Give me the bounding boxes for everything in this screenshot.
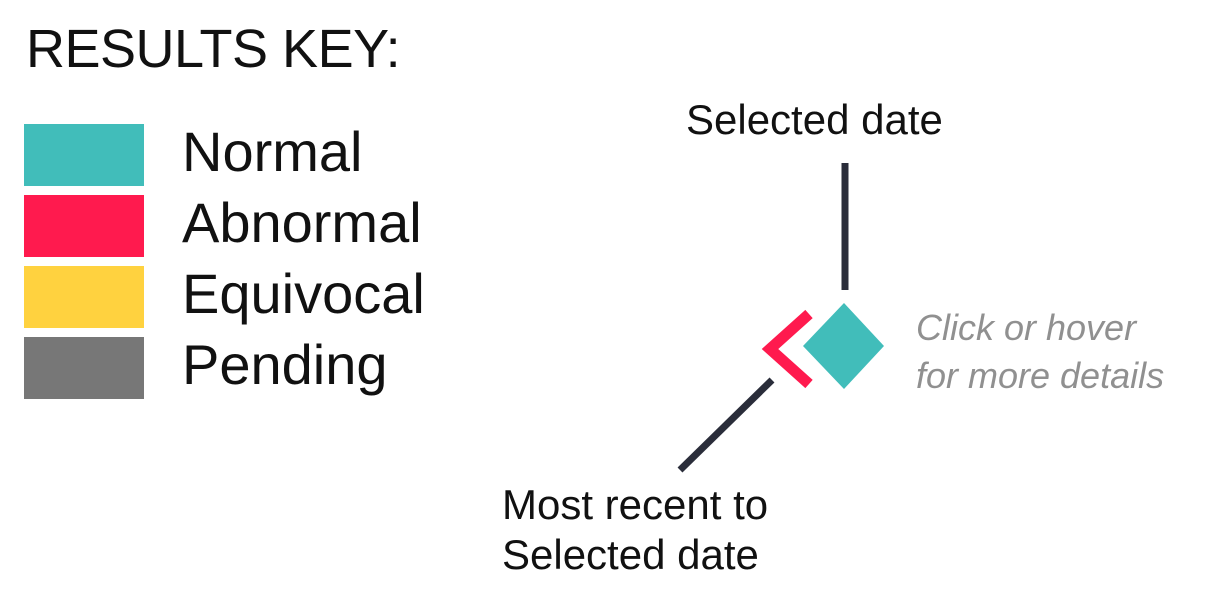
most-recent-callout-line2: Selected date xyxy=(502,531,759,578)
equivocal-label: Equivocal xyxy=(182,262,425,325)
details-hint: Click or hover for more details xyxy=(916,304,1164,400)
equivocal-swatch xyxy=(24,266,144,328)
abnormal-label: Abnormal xyxy=(182,191,422,254)
selected-date-diamond-marker[interactable] xyxy=(803,303,884,389)
details-hint-line2: for more details xyxy=(916,355,1165,396)
most-recent-callout-line1: Most recent to xyxy=(502,481,769,528)
normal-swatch xyxy=(24,124,144,186)
abnormal-swatch xyxy=(24,195,144,257)
selected-date-callout: Selected date xyxy=(686,96,943,143)
most-recent-chevron-marker xyxy=(761,309,813,389)
normal-label: Normal xyxy=(182,120,363,183)
pending-label: Pending xyxy=(182,333,388,396)
most-recent-callout: Most recent to Selected date xyxy=(502,480,768,580)
most-recent-leader-line xyxy=(677,377,775,473)
pending-swatch xyxy=(24,337,144,399)
results-key-title: RESULTS KEY: xyxy=(26,19,401,79)
details-hint-line1: Click or hover xyxy=(916,307,1137,348)
